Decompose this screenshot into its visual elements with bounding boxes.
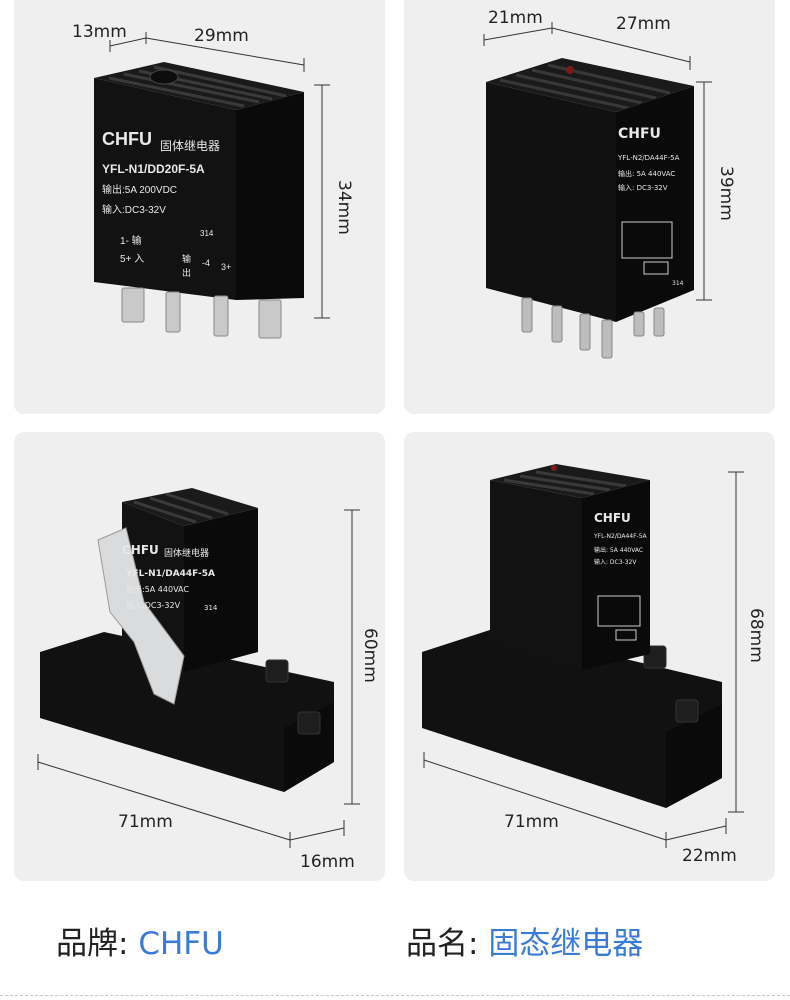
relay-output: 输出: 5A 440VAC: [618, 169, 675, 178]
dimension-depth: 13mm: [72, 22, 127, 42]
relay-model: YFL-N2/DA44F-5A: [593, 533, 648, 540]
relay-pin-line-2: 5+ 入: [120, 254, 144, 265]
dimension-depth: 16mm: [300, 852, 355, 872]
dimension-width: 27mm: [616, 14, 671, 34]
dimension-length: 71mm: [118, 812, 173, 832]
product-name-label: 品名:: [406, 926, 489, 962]
relay-output: 输出:5A 440VAC: [126, 584, 189, 594]
relay-brand: CHFU: [618, 126, 661, 142]
product-name-value: 固态继电器: [488, 926, 644, 962]
dimension-height: 39mm: [716, 166, 736, 221]
dimension-depth: 22mm: [682, 846, 737, 866]
relay-model: YFL-N1/DA44F-5A: [125, 569, 215, 579]
relay-output: 输出: 5A 440VAC: [594, 546, 643, 554]
product-photo-panel-1: CHFU 固体继电器 YFL-N1/DD20F-5A 输出:5A 200VDC …: [14, 0, 385, 414]
relay-with-socket-illustration: CHFU 固体继电器 YFL-N1/DA44F-5A 输出:5A 440VAC …: [37, 488, 360, 848]
relay-model: YFL-N1/DD20F-5A: [102, 162, 205, 176]
footer-divider: [0, 995, 790, 996]
product-photo-panel-3: CHFU 固体继电器 YFL-N1/DA44F-5A 输出:5A 440VAC …: [14, 432, 385, 881]
relay-kind: 固体继电器: [160, 139, 220, 153]
dimension-height: 60mm: [360, 628, 380, 683]
dimension-length: 71mm: [504, 812, 559, 832]
relay-brand: CHFU: [594, 511, 631, 525]
product-photo-panel-4: CHFU YFL-N2/DA44F-5A 输出: 5A 440VAC 输入: D…: [404, 432, 775, 881]
relay-brand: CHFU: [122, 543, 159, 557]
relay-model: YFL-N2/DA44F-5A: [617, 154, 680, 162]
relay-input: 输入:DC3-32V: [126, 600, 181, 610]
relay-pin-num-2: 3+: [221, 262, 231, 272]
relay-pin-out-2: 出: [182, 267, 191, 278]
product-photo-panel-2: CHFU YFL-N2/DA44F-5A 输出: 5A 440VAC 输入: D…: [404, 0, 775, 414]
dimension-height: 68mm: [746, 608, 766, 663]
relay-code: 314: [672, 280, 684, 287]
dimension-depth: 21mm: [488, 8, 543, 28]
relay-input: 输入:DC3-32V: [102, 203, 166, 216]
relay-pin-out-1: 输: [182, 253, 191, 264]
brand-value: CHFU: [138, 926, 224, 962]
relay-illustration: CHFU 固体继电器 YFL-N1/DD20F-5A 输出:5A 200VDC …: [94, 32, 330, 339]
relay-kind: 固体继电器: [164, 547, 209, 559]
relay-code: 314: [204, 604, 218, 612]
brand-info: 品牌: CHFU: [56, 918, 224, 963]
relay-code: 314: [200, 229, 214, 238]
relay-input: 输入: DC3-32V: [618, 183, 668, 192]
relay-pin-num-1: -4: [202, 258, 210, 268]
relay-with-socket-illustration: CHFU YFL-N2/DA44F-5A 输出: 5A 440VAC 输入: D…: [422, 464, 744, 848]
relay-output: 输出:5A 200VDC: [102, 183, 177, 196]
relay-pin-line-1: 1- 输: [120, 234, 142, 247]
dimension-width: 29mm: [194, 26, 249, 46]
dimension-height: 34mm: [334, 180, 354, 235]
relay-input: 输入: DC3-32V: [594, 558, 637, 566]
product-name-info: 品名: 固态继电器: [406, 918, 643, 963]
brand-label: 品牌:: [56, 926, 139, 962]
relay-brand: CHFU: [102, 129, 152, 149]
relay-illustration: CHFU YFL-N2/DA44F-5A 输出: 5A 440VAC 输入: D…: [483, 22, 712, 359]
